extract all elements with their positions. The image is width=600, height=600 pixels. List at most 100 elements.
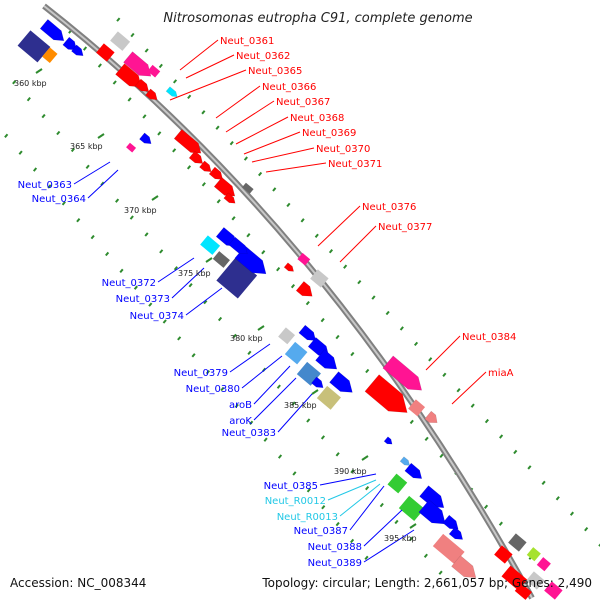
- track-dot: [82, 46, 88, 51]
- track-dot: [61, 201, 66, 206]
- track-dot: [409, 536, 414, 542]
- gene-label: Neut_0363: [18, 180, 72, 191]
- leader-line: [253, 365, 291, 405]
- gene-arrow: [188, 150, 204, 164]
- leader-line: [277, 393, 313, 433]
- tick-label: 390 kbp: [334, 467, 367, 476]
- track-dot: [144, 232, 149, 237]
- gene-arrow: [199, 160, 212, 172]
- gene-arrow: [315, 349, 338, 370]
- track-dot: [85, 164, 90, 169]
- tick-mark: [97, 133, 105, 139]
- track-dot: [286, 202, 291, 208]
- gene-label: Neut_0361: [220, 36, 274, 47]
- track-dot: [513, 449, 518, 455]
- gene-arrow: [62, 36, 78, 51]
- gene-label: Neut_0369: [302, 128, 356, 139]
- track-dot: [247, 350, 252, 356]
- leader-line: [349, 485, 385, 531]
- track-dot: [470, 403, 475, 408]
- track-dot: [320, 435, 326, 440]
- gene-arrow: [145, 88, 158, 100]
- gene-arrow: [424, 410, 438, 423]
- gene-label: Neut_R0012: [265, 496, 326, 507]
- gene-block: [432, 533, 465, 565]
- track-dot: [47, 184, 52, 189]
- track-dot: [18, 150, 23, 155]
- track-dot: [292, 471, 297, 476]
- tick-mark: [35, 68, 43, 74]
- leader-line: [169, 69, 247, 101]
- track-dot: [56, 130, 61, 136]
- gene-arrow: [311, 376, 324, 388]
- track-dot: [129, 215, 134, 220]
- leader-line: [225, 100, 275, 133]
- gene-arrow: [39, 19, 65, 41]
- track-dot: [484, 418, 489, 424]
- track-dot: [569, 511, 575, 516]
- track-dot: [290, 283, 296, 289]
- leader-line: [319, 473, 377, 486]
- tick-mark: [151, 195, 159, 201]
- leader-line: [171, 267, 205, 299]
- gene-arrow: [165, 86, 178, 97]
- track-dot: [371, 295, 376, 300]
- track-dot: [203, 299, 208, 305]
- tick-label: 380 kbp: [230, 334, 263, 343]
- tick-label: 360 kbp: [14, 79, 47, 88]
- track-dot: [276, 267, 281, 272]
- track-dot: [115, 198, 120, 203]
- gene-label: Neut_0389: [308, 558, 362, 569]
- track-dot: [305, 300, 310, 306]
- gene-arrow: [404, 462, 423, 479]
- track-dot: [76, 218, 81, 223]
- track-dot: [243, 156, 248, 161]
- track-dot: [306, 418, 311, 423]
- track-dot: [498, 521, 503, 526]
- track-dot: [399, 326, 404, 331]
- tick-label: 395 kbp: [384, 534, 417, 543]
- leader-line: [73, 161, 111, 185]
- gene-block: [387, 473, 408, 494]
- track-dot: [365, 368, 370, 374]
- track-dot: [130, 32, 135, 38]
- track-dot: [428, 357, 433, 362]
- track-dot: [70, 147, 76, 153]
- track-dot: [201, 182, 206, 187]
- track-dot: [379, 502, 384, 508]
- gene-label: Neut_R0013: [277, 512, 338, 523]
- gene-block: [126, 142, 137, 153]
- gene-block: [200, 235, 221, 255]
- gene-block: [316, 385, 341, 410]
- leader-line: [179, 39, 219, 71]
- gene-block: [96, 43, 115, 62]
- topology-text: Topology: circular; Length: 2,661,057 bp…: [261, 576, 592, 590]
- track-dot: [555, 496, 560, 501]
- leader-line: [241, 355, 283, 389]
- leader-line: [215, 85, 261, 119]
- gene-label: Neut_0380: [186, 384, 240, 395]
- gene-arrow: [134, 78, 150, 92]
- track-dot: [220, 386, 225, 392]
- track-dot: [144, 48, 149, 53]
- track-dot: [499, 434, 504, 439]
- track-dot: [148, 302, 153, 307]
- gene-arrow: [364, 374, 408, 413]
- gene-arrow: [283, 262, 294, 272]
- track-dot: [119, 268, 124, 274]
- label-leader-lines: [73, 39, 487, 563]
- track-dot: [276, 384, 281, 389]
- gene-arrow: [139, 132, 152, 144]
- leader-line: [363, 509, 403, 547]
- track-dot: [343, 264, 348, 269]
- leader-line: [235, 116, 289, 145]
- track-dot: [328, 249, 334, 254]
- gene-block: [284, 341, 308, 365]
- leader-line: [243, 131, 301, 155]
- track-dot: [162, 319, 167, 324]
- track-dot: [249, 420, 254, 425]
- track-dot: [229, 140, 234, 146]
- leader-line: [251, 147, 315, 163]
- track-dot: [350, 469, 355, 474]
